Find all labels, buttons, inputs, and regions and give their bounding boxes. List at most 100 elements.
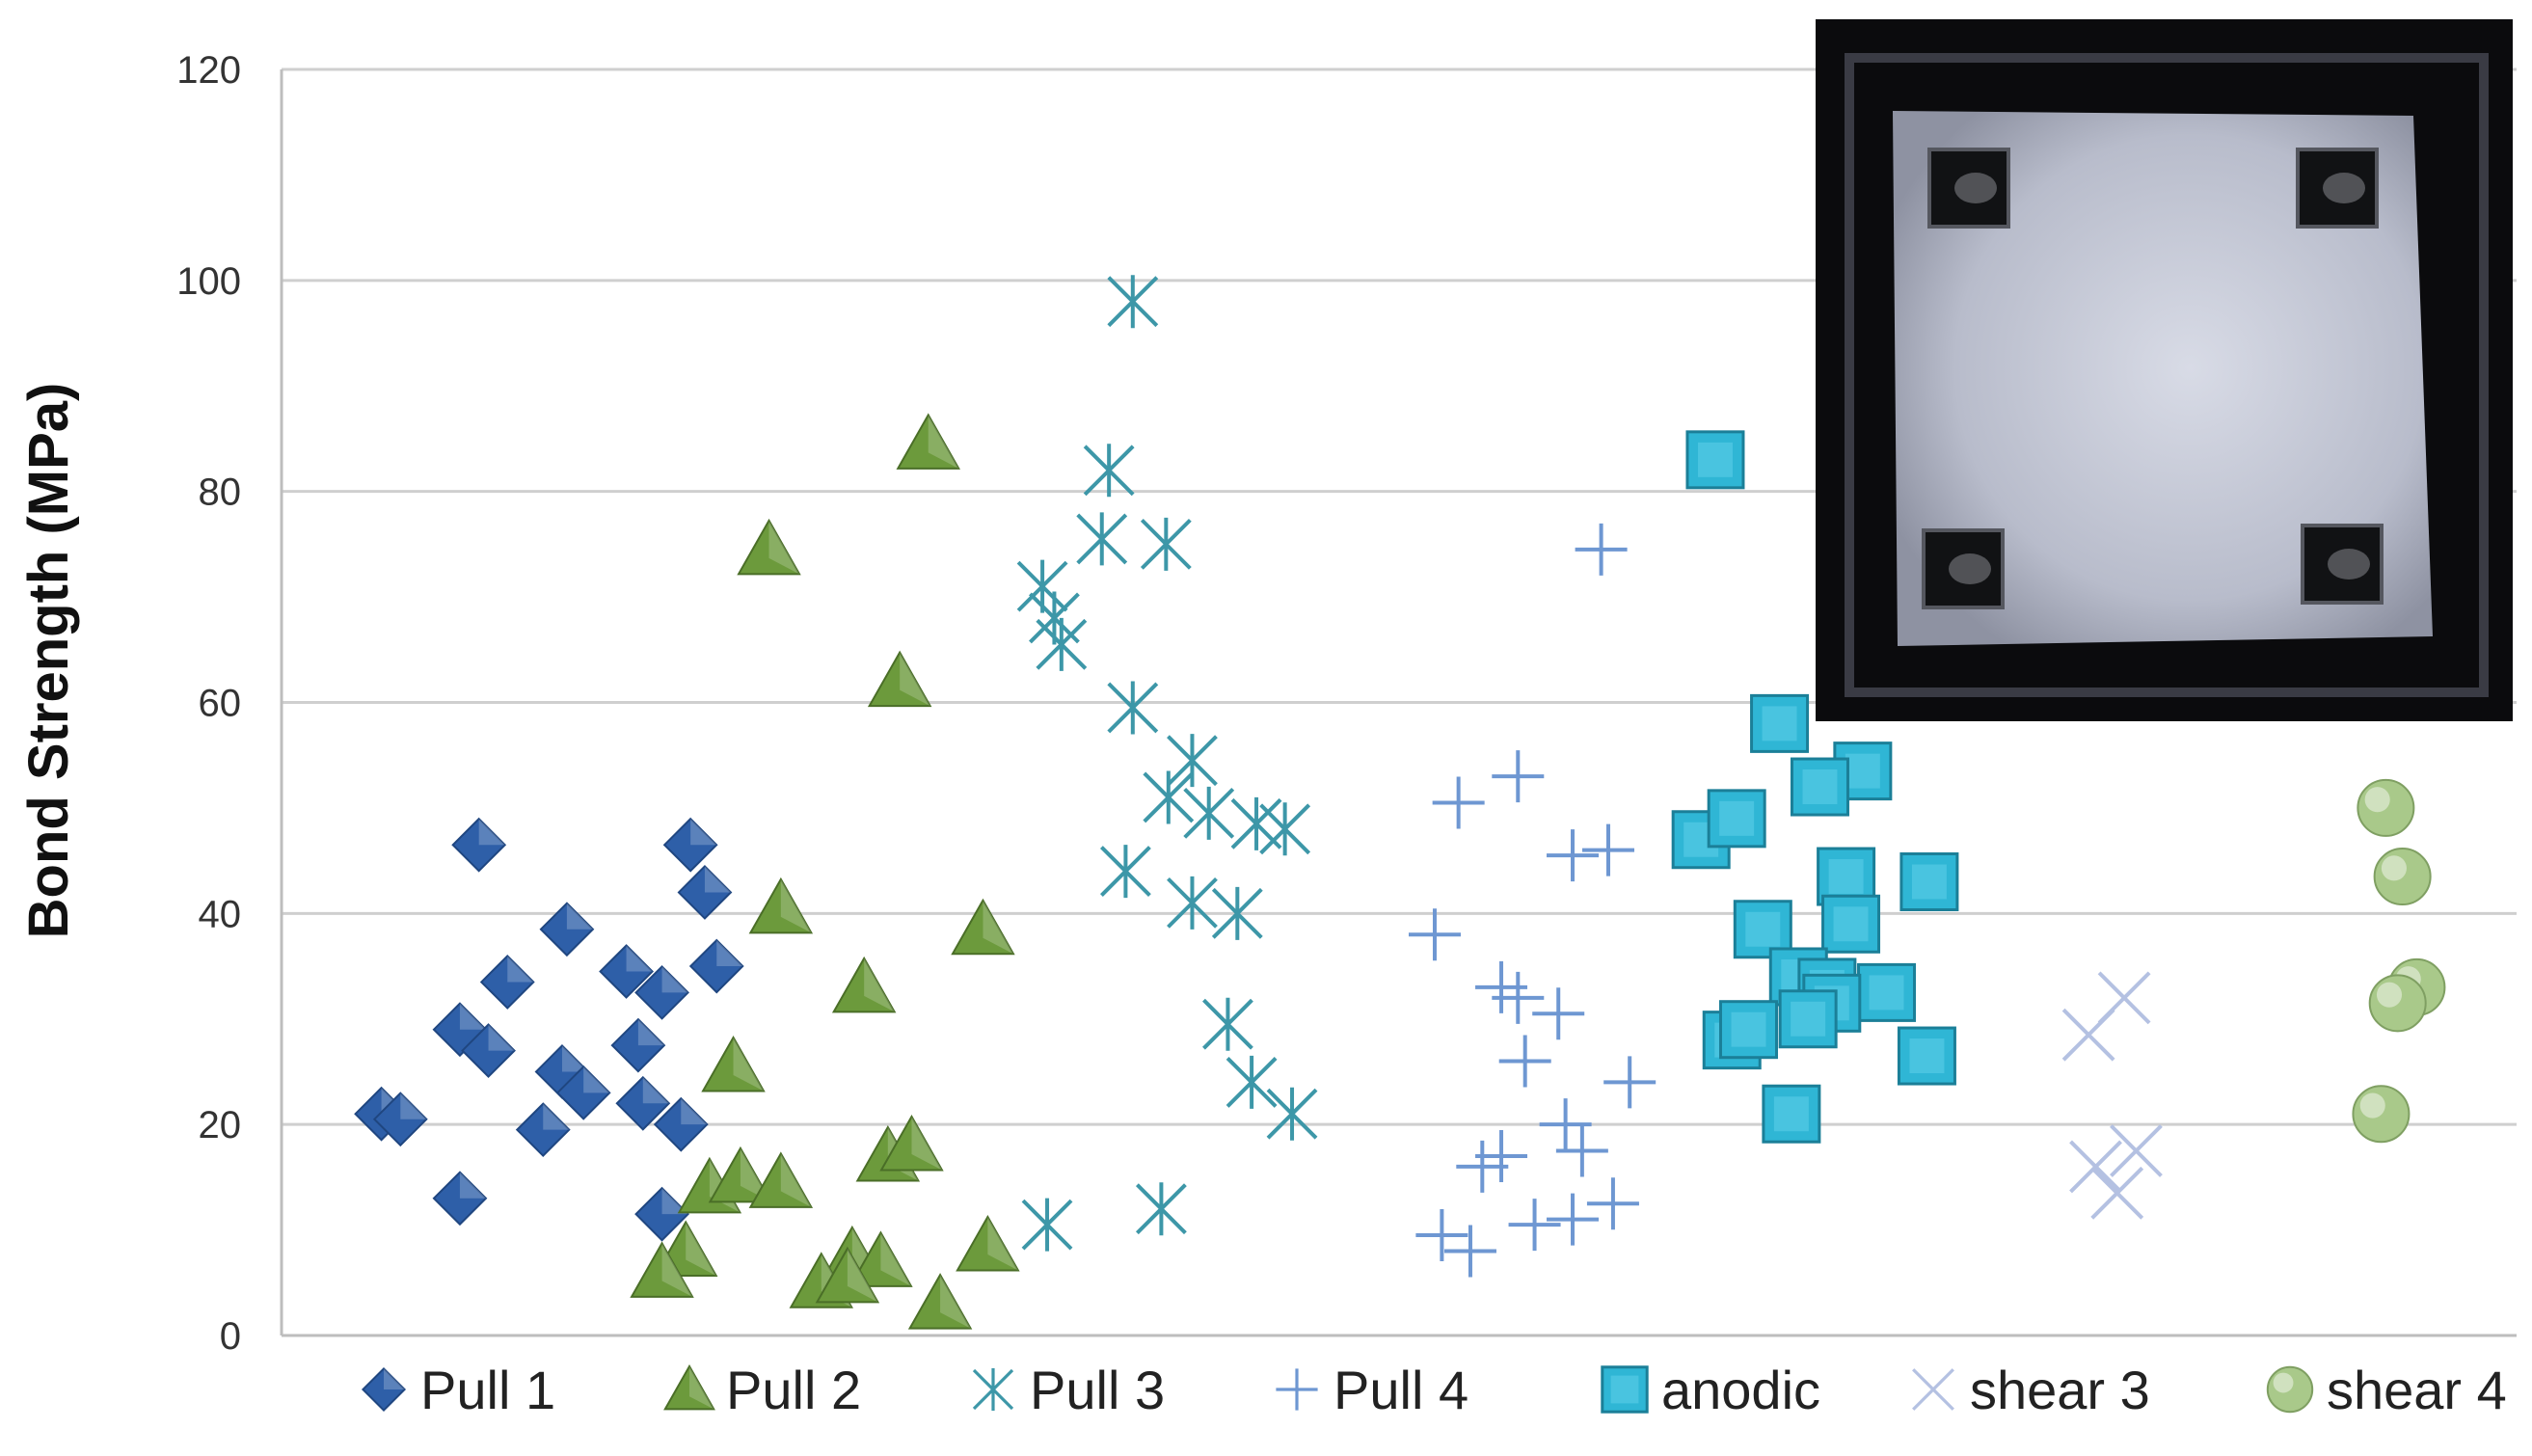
legend-label: Pull 1	[420, 1360, 555, 1420]
bond-pad-glint	[1949, 553, 1991, 584]
data-point	[896, 413, 960, 470]
y-tick-label: 40	[199, 893, 242, 935]
data-point	[956, 1214, 1020, 1272]
data-point	[1100, 845, 1151, 899]
legend-marker	[361, 1366, 407, 1413]
data-point	[432, 1171, 488, 1227]
data-point	[555, 1065, 611, 1120]
data-point	[1107, 275, 1159, 329]
data-point	[1582, 823, 1635, 876]
legend-marker	[972, 1368, 1014, 1411]
data-point	[1762, 1084, 1821, 1144]
data-point	[1443, 1225, 1496, 1278]
legend-item: Pull 3	[972, 1360, 1165, 1420]
data-point	[1790, 757, 1849, 817]
data-point	[2090, 1166, 2144, 1220]
legend-item: shear 3	[1912, 1360, 2150, 1420]
data-point	[2061, 1008, 2115, 1062]
y-tick-label: 20	[199, 1104, 242, 1146]
data-point	[831, 956, 897, 1013]
data-point	[634, 964, 689, 1020]
data-point	[879, 1115, 944, 1172]
data-point	[1202, 997, 1253, 1051]
data-point	[1259, 802, 1311, 856]
data-point	[1226, 1055, 1278, 1109]
data-point	[1211, 886, 1263, 940]
legend-label: Pull 4	[1333, 1360, 1468, 1420]
y-tick-label: 60	[199, 683, 242, 725]
data-point	[2110, 1124, 2163, 1177]
data-point	[2352, 1085, 2411, 1144]
data-point	[1750, 693, 1810, 753]
data-points	[354, 275, 2446, 1330]
data-point	[701, 1035, 766, 1092]
legend-marker	[1601, 1365, 1649, 1414]
data-point	[461, 1023, 516, 1078]
data-point	[1076, 512, 1128, 566]
data-point	[1547, 829, 1600, 882]
inset-border	[1845, 53, 2489, 697]
data-point	[907, 1273, 973, 1330]
y-tick-label: 120	[176, 49, 241, 92]
legend-label: Pull 3	[1030, 1360, 1165, 1420]
data-point	[1415, 1209, 1468, 1262]
legend-item: Pull 4	[1276, 1360, 1468, 1420]
data-point	[815, 1246, 880, 1304]
data-point	[1575, 523, 1628, 576]
data-point	[1821, 894, 1881, 954]
data-point	[1408, 908, 1461, 961]
data-point	[1492, 750, 1545, 803]
data-point	[599, 944, 654, 999]
data-point	[867, 650, 932, 708]
data-point	[372, 1092, 428, 1147]
data-point	[1532, 987, 1585, 1040]
data-point	[1547, 1193, 1600, 1246]
data-point	[748, 1151, 814, 1208]
data-point	[539, 902, 595, 957]
data-point	[1603, 1056, 1657, 1109]
y-tick-label: 100	[176, 260, 241, 303]
data-point	[1167, 876, 1218, 930]
data-point	[479, 955, 535, 1010]
data-point	[2373, 848, 2432, 906]
data-point	[677, 865, 733, 920]
data-point	[1135, 1182, 1187, 1236]
y-tick-label: 80	[199, 472, 242, 514]
data-point	[432, 1002, 488, 1058]
data-point	[1718, 1000, 1778, 1060]
data-point	[1555, 1124, 1608, 1177]
data-point	[1107, 681, 1159, 735]
data-point	[1498, 1035, 1551, 1088]
data-point	[848, 1230, 913, 1287]
data-point	[2357, 778, 2415, 837]
legend-label: shear 4	[2327, 1360, 2507, 1420]
data-point	[1586, 1177, 1639, 1230]
data-point	[1266, 1087, 1318, 1141]
data-point	[737, 518, 801, 576]
data-point	[653, 1096, 709, 1152]
data-point	[1778, 989, 1838, 1049]
data-point	[1508, 1199, 1561, 1252]
bond-pad-glint	[1954, 173, 1997, 203]
bond-pad-glint	[2323, 173, 2365, 203]
data-point	[1475, 1129, 1528, 1182]
data-point	[1707, 789, 1766, 849]
legend-label: Pull 2	[726, 1360, 861, 1420]
legend-label: shear 3	[1970, 1360, 2150, 1420]
data-point	[951, 898, 1015, 956]
data-point	[1432, 776, 1485, 829]
legend: Pull 1 Pull 2 Pull 3 Pull 4 anodic shear 3 she…	[361, 1360, 2507, 1420]
data-point	[630, 1241, 694, 1298]
data-point	[1140, 517, 1192, 571]
data-point	[1899, 852, 1959, 912]
data-point	[1021, 1198, 1073, 1252]
legend-item: Pull 1	[361, 1360, 555, 1420]
legend-item: Pull 2	[663, 1360, 861, 1420]
data-point	[1167, 734, 1218, 788]
data-point	[1492, 971, 1545, 1024]
bonded-die	[1893, 111, 2433, 646]
legend-label: anodic	[1661, 1360, 1820, 1420]
data-point	[1083, 444, 1135, 498]
